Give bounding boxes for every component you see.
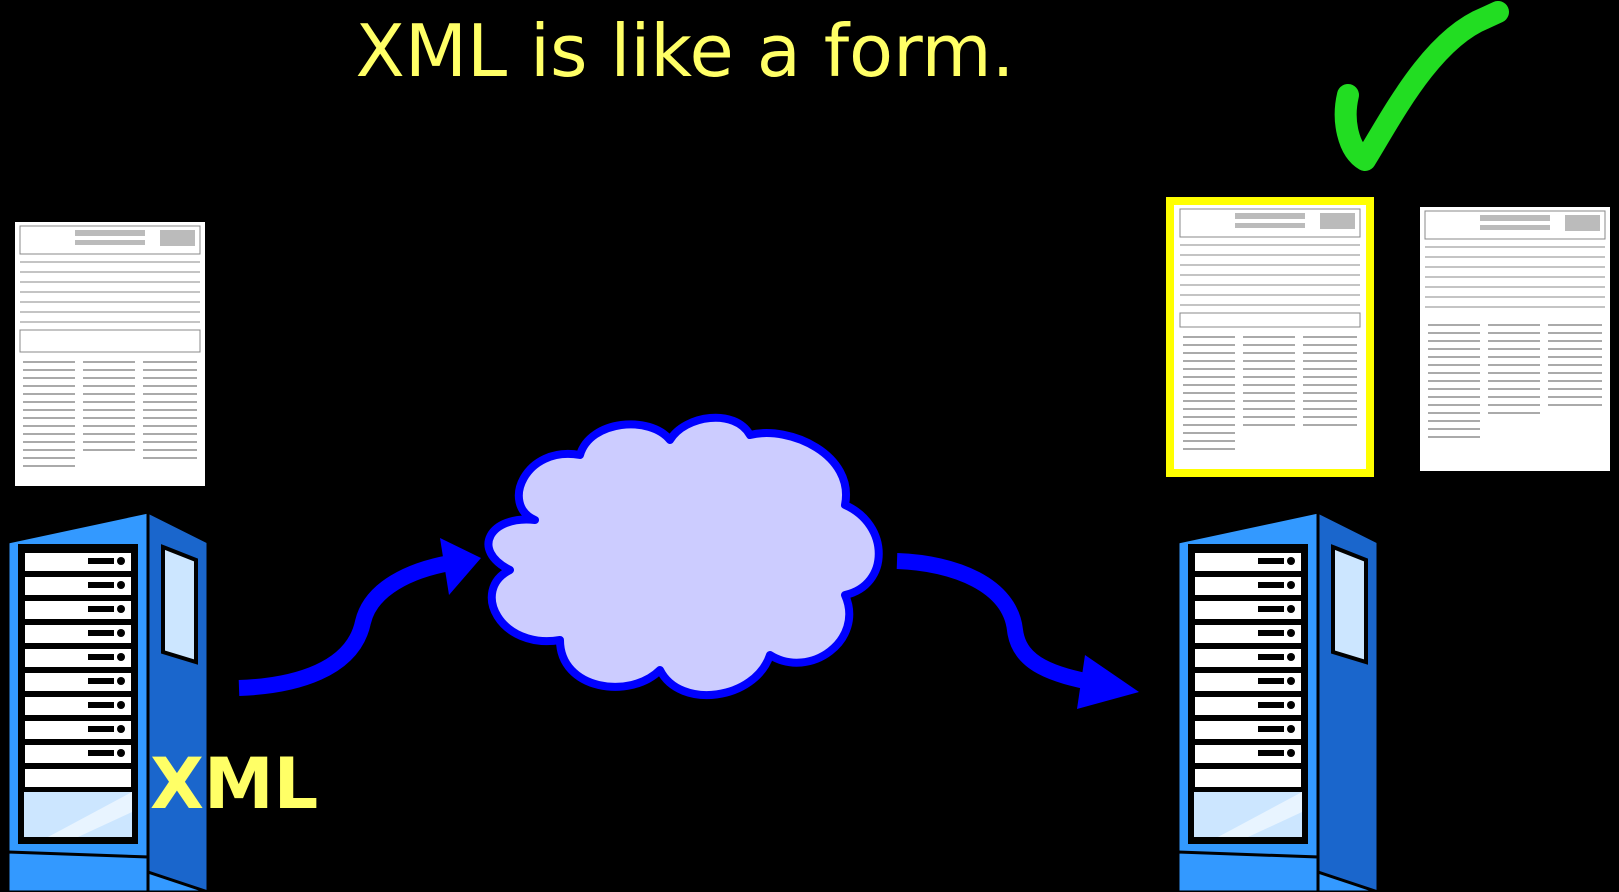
cloud-shape bbox=[484, 413, 883, 699]
slide-title: XML is like a form. bbox=[355, 9, 1015, 93]
arrow-to-receiver bbox=[896, 553, 1139, 709]
form-document-icon bbox=[1179, 208, 1361, 450]
server-icon-receiver bbox=[1176, 509, 1380, 892]
form-document-blank bbox=[1420, 207, 1610, 471]
checkmark-icon bbox=[1334, 1, 1509, 171]
form-document-received bbox=[1174, 205, 1366, 469]
form-document-icon bbox=[1424, 210, 1606, 438]
checkmark-stroke bbox=[1334, 1, 1509, 171]
form-document-icon bbox=[19, 225, 201, 467]
form-document-sender bbox=[15, 222, 205, 486]
cloud-icon bbox=[484, 413, 883, 699]
highlighted-form-frame bbox=[1166, 197, 1374, 477]
server-icon-sender bbox=[6, 509, 210, 892]
xml-label: XML bbox=[150, 743, 319, 825]
arrow-to-cloud bbox=[238, 538, 481, 696]
